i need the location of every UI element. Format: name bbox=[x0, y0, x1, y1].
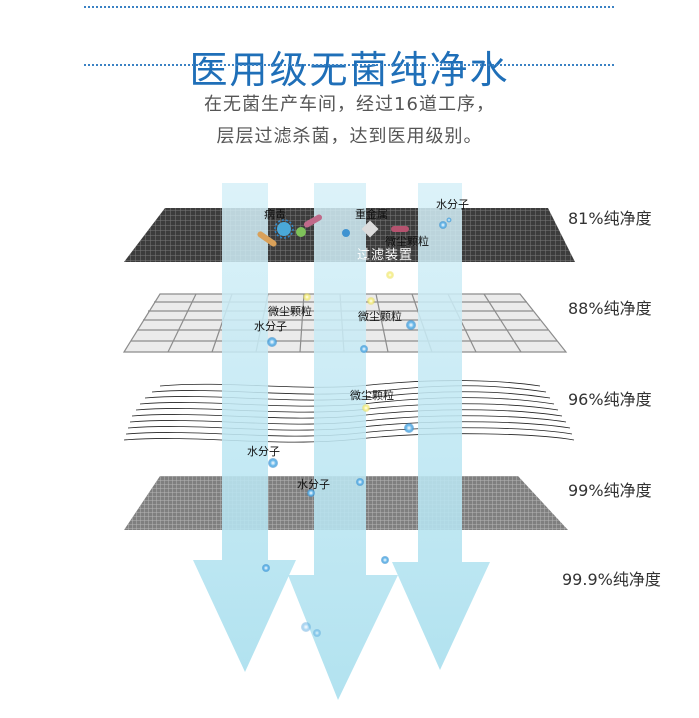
dust-particle-icon bbox=[367, 297, 375, 305]
water-molecule-icon bbox=[267, 337, 277, 347]
heavy-metal-label: 重金属 bbox=[355, 208, 388, 221]
dust-particle-label: 微尘颗粒 bbox=[268, 305, 312, 318]
flow-arrow-right bbox=[392, 183, 490, 670]
water-molecule-icon bbox=[406, 320, 416, 330]
water-molecule-icon bbox=[301, 622, 321, 637]
virus-icon bbox=[296, 227, 306, 237]
water-molecule-label: 水分子 bbox=[436, 198, 469, 211]
purity-label-layer-2: 88%纯净度 bbox=[568, 299, 652, 318]
water-molecule-icon bbox=[262, 564, 270, 572]
flow-arrow-left bbox=[193, 183, 296, 672]
filter-device-label: 过滤装置 bbox=[357, 248, 414, 263]
water-molecule-icon bbox=[404, 423, 414, 433]
bacteria-icon bbox=[257, 231, 277, 247]
water-molecule-icon bbox=[439, 221, 447, 229]
water-molecule-icon bbox=[360, 345, 368, 353]
dust-particle-label: 微尘颗粒 bbox=[385, 235, 429, 248]
virus-label: 病毒 bbox=[264, 208, 286, 221]
water-molecule-label: 水分子 bbox=[297, 478, 330, 491]
water-molecule-icon bbox=[446, 217, 452, 223]
bacteria-icon bbox=[303, 214, 323, 228]
dust-particle-label: 微尘颗粒 bbox=[350, 389, 394, 402]
top-dotted-rule bbox=[84, 6, 614, 8]
dust-particle-icon bbox=[303, 293, 311, 301]
water-molecule-icon bbox=[268, 458, 278, 468]
subtitle-line-2: 层层过滤杀菌，达到医用级别。 bbox=[216, 126, 483, 147]
subtitle-line-1: 在无菌生产车间，经过16道工序， bbox=[204, 94, 495, 115]
purity-label-layer-1: 81%纯净度 bbox=[568, 209, 652, 228]
water-molecule-icon bbox=[356, 478, 364, 486]
water-molecule-icon bbox=[381, 556, 389, 564]
virus-icon bbox=[274, 219, 294, 239]
dust-particle-icon bbox=[362, 404, 370, 412]
dust-particle-icon bbox=[386, 271, 394, 279]
dust-particle-label: 微尘颗粒 bbox=[358, 310, 402, 323]
purity-label-layer-4: 99%纯净度 bbox=[568, 481, 652, 500]
purity-label-final: 99.9%纯净度 bbox=[562, 570, 661, 589]
title-dotted-rule bbox=[84, 64, 614, 66]
water-molecule-label: 水分子 bbox=[254, 320, 287, 333]
metal-icon bbox=[342, 220, 409, 238]
water-molecule-icon bbox=[307, 489, 315, 497]
water-molecule-label: 水分子 bbox=[247, 445, 280, 458]
page-title: 医用级无菌纯净水 bbox=[189, 48, 510, 93]
flow-arrow-center bbox=[288, 183, 398, 700]
purity-label-layer-3: 96%纯净度 bbox=[568, 390, 652, 409]
water-flow-arrows bbox=[193, 183, 490, 700]
